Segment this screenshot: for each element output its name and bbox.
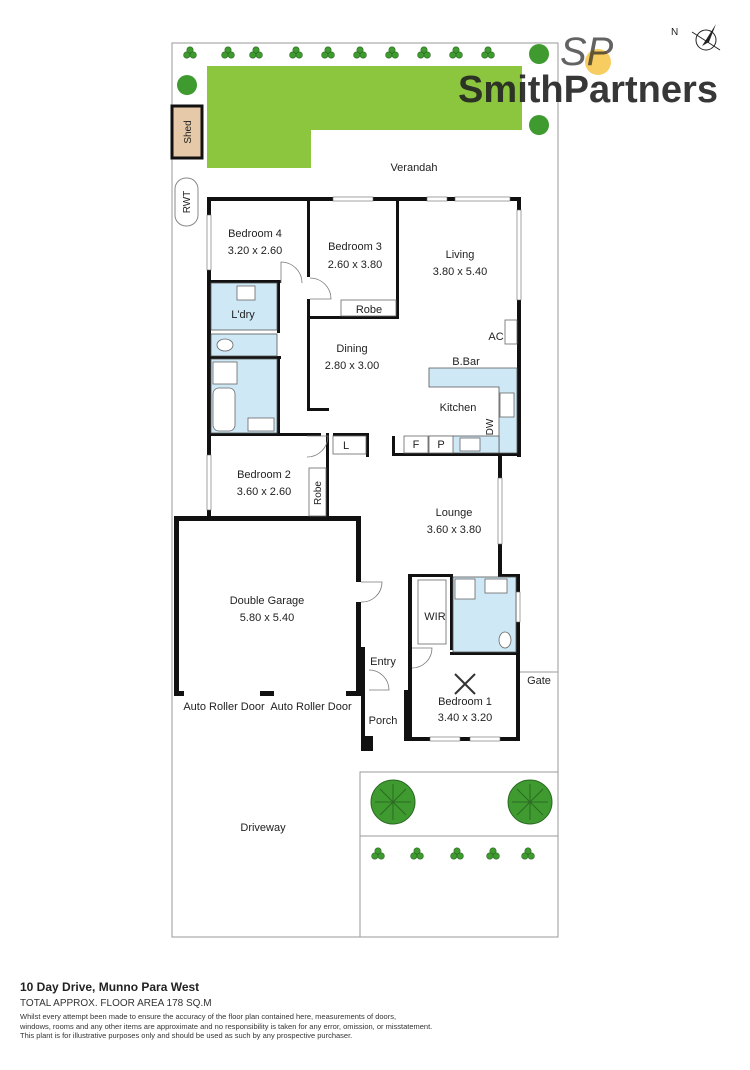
shrub-round bbox=[529, 44, 549, 64]
pantry-label: P bbox=[437, 439, 444, 451]
bedroom1-name: Bedroom 1 bbox=[438, 696, 492, 708]
rwt-label: RWT bbox=[182, 191, 193, 214]
dining-size: 2.80 x 3.00 bbox=[325, 360, 379, 372]
garage-size: 5.80 x 5.40 bbox=[240, 612, 294, 624]
bathtub bbox=[212, 387, 236, 432]
garage-name: Double Garage bbox=[230, 595, 305, 607]
kitchen-label: Kitchen bbox=[440, 402, 477, 414]
robe-bedroom2 bbox=[308, 467, 327, 517]
shrub-round bbox=[177, 75, 197, 95]
entry-label: Entry bbox=[370, 656, 396, 668]
bedroom4-size: 3.20 x 2.60 bbox=[228, 245, 282, 257]
robe2-label: Robe bbox=[313, 481, 324, 505]
gate-label: Gate bbox=[527, 675, 551, 687]
lounge-size: 3.60 x 3.80 bbox=[427, 524, 481, 536]
ceiling-fan-icon bbox=[454, 673, 476, 695]
brand-logo: SP SmithPartners bbox=[458, 30, 718, 111]
bedroom2-size: 3.60 x 2.60 bbox=[237, 486, 291, 498]
windows bbox=[206, 196, 522, 742]
brand-name: SmithPartners bbox=[458, 69, 718, 111]
shed-label: Shed bbox=[183, 120, 194, 143]
bedroom3-size: 2.60 x 3.80 bbox=[328, 259, 382, 271]
ensuite-toilet bbox=[498, 631, 512, 649]
disclaimer: Whilst every attempt been made to ensure… bbox=[20, 1012, 480, 1041]
pantry-box bbox=[428, 435, 454, 454]
ac-label: AC bbox=[488, 331, 503, 343]
floor-area: TOTAL APPROX. FLOOR AREA 178 SQ.M bbox=[20, 998, 212, 1009]
living-name: Living bbox=[446, 249, 475, 261]
kitchen-sink bbox=[499, 392, 515, 418]
fridge-space bbox=[403, 435, 429, 454]
front-garden bbox=[359, 771, 559, 938]
linen-cupboard bbox=[332, 435, 367, 455]
property-address: 10 Day Drive, Munno Para West bbox=[20, 980, 200, 994]
dw-label: DW bbox=[485, 418, 496, 435]
bedroom2-name: Bedroom 2 bbox=[237, 469, 291, 481]
ac-unit bbox=[504, 319, 518, 345]
shrub-round bbox=[529, 115, 549, 135]
shed bbox=[170, 104, 204, 160]
driveway-label: Driveway bbox=[240, 822, 286, 834]
disclaimer-line: This plant is for illustrative purposes … bbox=[20, 1031, 353, 1040]
dining-name: Dining bbox=[336, 343, 367, 355]
robe-bedroom3 bbox=[340, 299, 397, 317]
shrub-row-front bbox=[371, 847, 535, 860]
lounge-name: Lounge bbox=[436, 507, 473, 519]
ensuite-shower bbox=[454, 578, 476, 600]
linen-label: L bbox=[343, 440, 349, 452]
compass-north-label: N bbox=[671, 27, 678, 38]
cooktop bbox=[459, 437, 481, 452]
toilet-fixture bbox=[216, 338, 234, 352]
lawn bbox=[207, 66, 522, 168]
disclaimer-line: Whilst every attempt been made to ensure… bbox=[20, 1012, 397, 1021]
tree-icon bbox=[507, 779, 553, 825]
robe3-label: Robe bbox=[356, 304, 382, 316]
verandah-label: Verandah bbox=[390, 162, 437, 174]
wir-label: WIR bbox=[424, 611, 445, 623]
living-size: 3.80 x 5.40 bbox=[433, 266, 487, 278]
laundry-tub bbox=[236, 285, 256, 301]
logo-monogram: SP bbox=[560, 30, 614, 74]
shrub-row-top bbox=[183, 46, 495, 59]
roller-door-right-label: Auto Roller Door bbox=[270, 701, 352, 713]
disclaimer-line: windows, rooms and any other items are a… bbox=[20, 1021, 433, 1031]
vanity bbox=[247, 417, 275, 432]
porch-label: Porch bbox=[369, 715, 398, 727]
roller-door-left-label: Auto Roller Door bbox=[183, 701, 265, 713]
bedroom3-name: Bedroom 3 bbox=[328, 241, 382, 253]
shower bbox=[212, 361, 238, 385]
bedroom1-size: 3.40 x 3.20 bbox=[438, 712, 492, 724]
bbar-label: B.Bar bbox=[452, 356, 480, 368]
laundry-label: L'dry bbox=[231, 309, 255, 321]
wir-shelf bbox=[417, 579, 447, 645]
north-compass-icon: N bbox=[671, 24, 721, 51]
tree-icon bbox=[370, 779, 416, 825]
walls bbox=[174, 197, 521, 751]
fridge-label: F bbox=[413, 439, 420, 451]
rainwater-tank bbox=[174, 177, 199, 227]
bedroom4-name: Bedroom 4 bbox=[228, 228, 282, 240]
ensuite-vanity bbox=[484, 578, 508, 594]
